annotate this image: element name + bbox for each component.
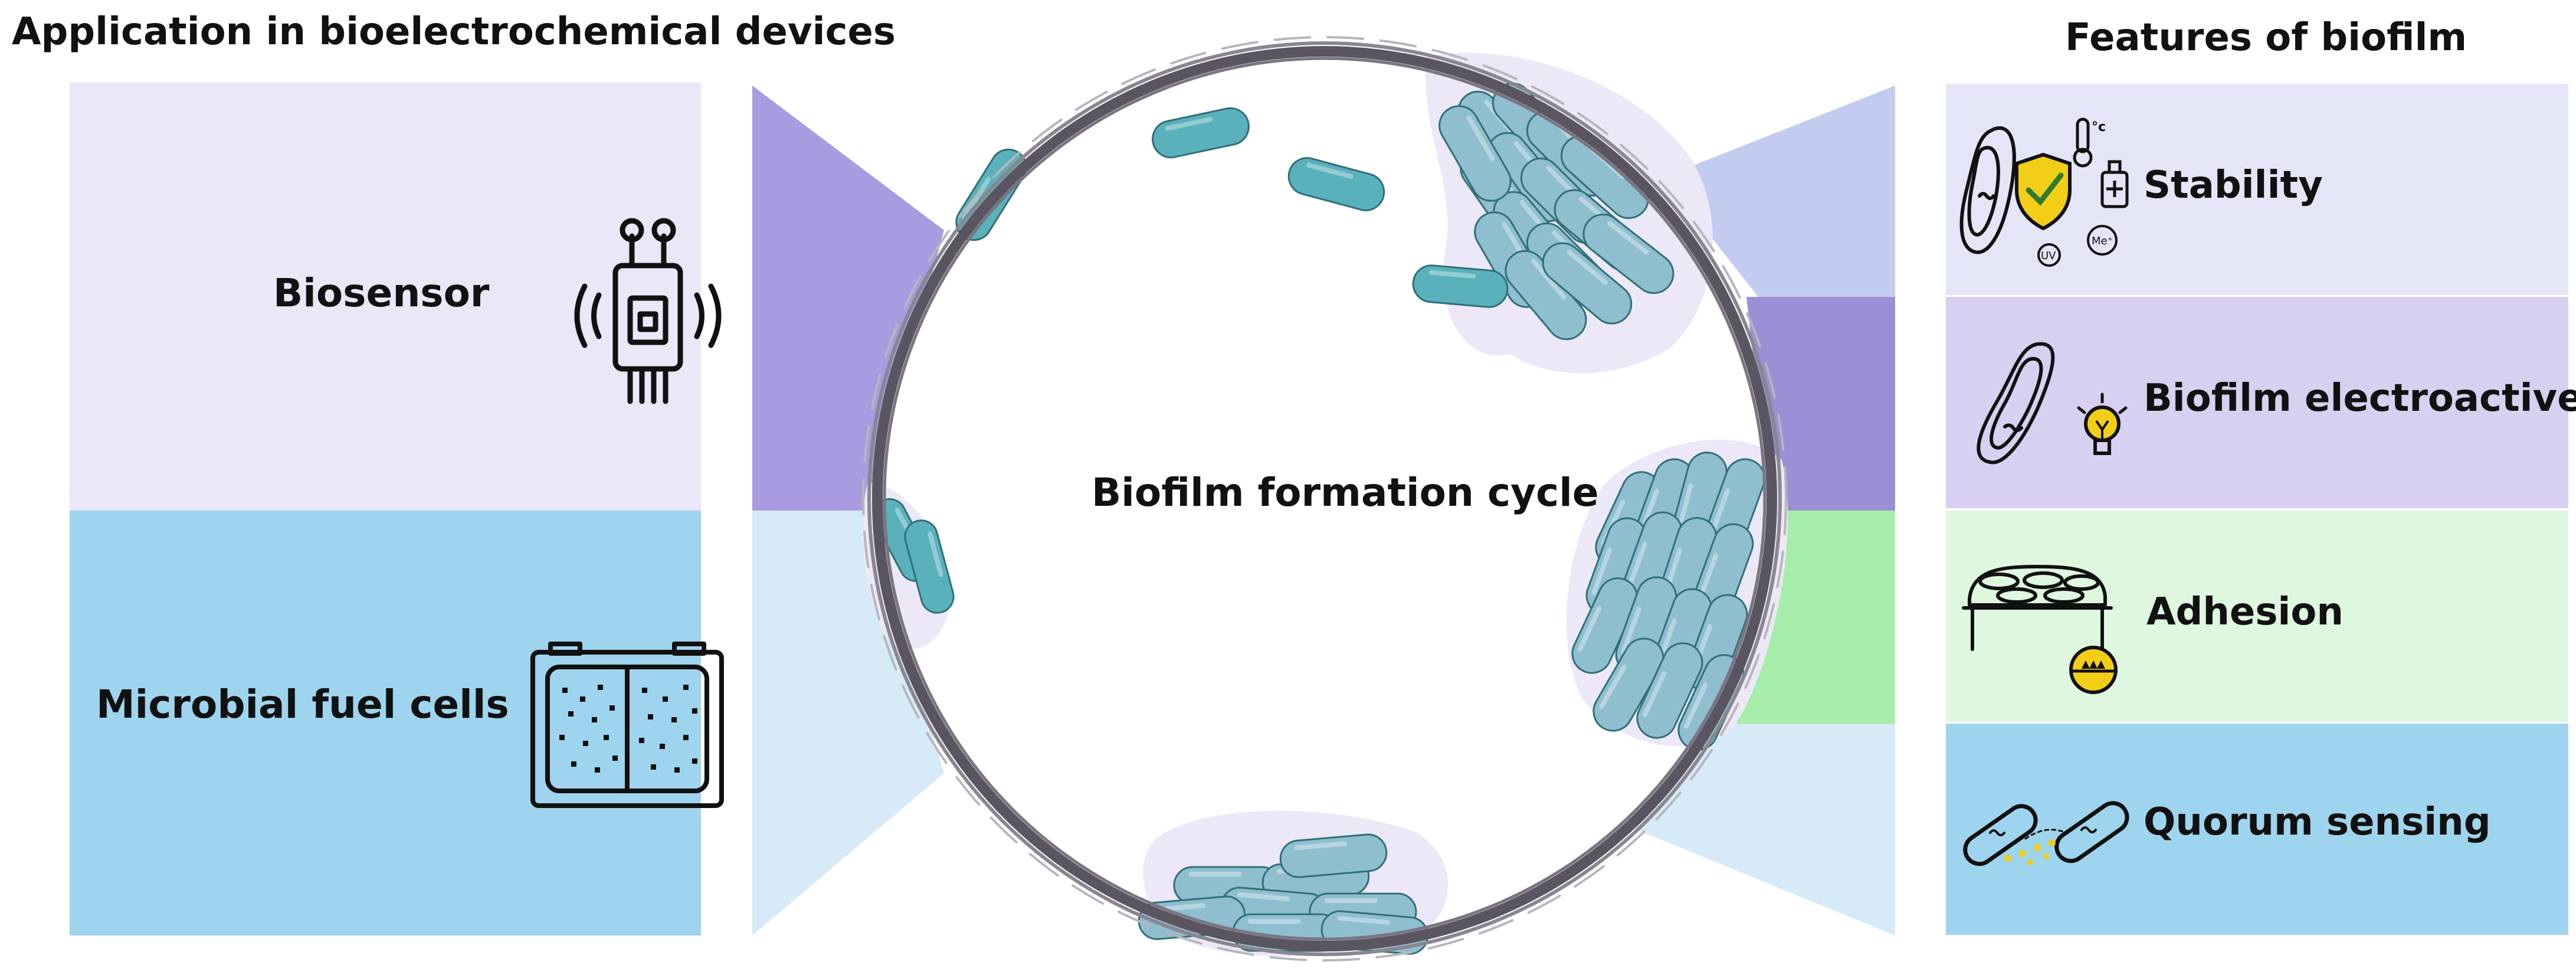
bacterium <box>1152 107 1250 159</box>
dot <box>592 717 597 722</box>
signal-molecules-icon <box>2004 839 2056 865</box>
dot <box>609 705 615 711</box>
connector-quorum-sensing <box>1628 724 1895 936</box>
cycle-center-label: Biofilm formation cycle <box>1092 470 1599 515</box>
thermometer-icon <box>2073 117 2093 168</box>
cycle-outer-ring <box>862 36 1787 961</box>
biofilm-cell <box>1571 577 1638 674</box>
shield-icon <box>2015 152 2072 231</box>
dot <box>595 767 600 773</box>
dot <box>642 688 647 693</box>
dot <box>583 741 588 746</box>
dot <box>568 711 573 717</box>
dot <box>580 696 585 702</box>
dot <box>663 696 668 702</box>
connector-stability <box>1664 86 1895 297</box>
svg-text:UV: UV <box>2041 250 2056 262</box>
biofilm-cell <box>1636 642 1703 739</box>
biofilm-cell <box>1582 213 1674 295</box>
right-section-title: Features of biofilm <box>2065 16 2467 60</box>
application-label: Microbial fuel cells <box>96 682 509 727</box>
dot <box>692 708 697 714</box>
feature-panel-stability: °c UV Me⁺ Stability <box>1946 84 2568 295</box>
sanitizer-bottle-icon <box>2100 160 2129 208</box>
connector-electroactive <box>1746 297 1895 511</box>
feature-label: Stability <box>2144 163 2323 207</box>
adhesion-icon <box>1962 565 2118 694</box>
feature-panel-adhesion: Adhesion <box>1946 511 2568 722</box>
biofilm-cell <box>1542 242 1633 325</box>
dot <box>648 714 653 719</box>
bacterium <box>904 519 955 614</box>
free-bacteria <box>872 107 1509 614</box>
feature-panel-quorum-sensing: Quorum sensing <box>1946 724 2568 935</box>
metal-ion-icon <box>2087 225 2118 256</box>
stability-icon: °c UV Me⁺ <box>1959 117 2129 267</box>
dot <box>651 764 656 770</box>
application-label: Biosensor <box>273 270 490 316</box>
feature-panel-electroactive: Biofilm electroactive <box>1946 297 2576 508</box>
biofilm-cell <box>1592 637 1664 732</box>
electroactive-icon <box>1977 342 2128 465</box>
svg-text:Me⁺: Me⁺ <box>2092 235 2113 247</box>
application-panel-biosensor: Biosensor <box>70 83 722 511</box>
dot <box>683 735 689 740</box>
dot <box>639 738 644 743</box>
charged-surface-icon <box>2069 646 2118 694</box>
dot <box>571 761 576 767</box>
dot <box>604 735 609 740</box>
biosensor-icon <box>574 218 722 404</box>
feature-label: Quorum sensing <box>2144 800 2491 844</box>
svg-text:°c: °c <box>2092 120 2106 135</box>
dot <box>671 717 677 722</box>
dot <box>612 755 618 761</box>
dot <box>683 685 689 690</box>
feature-label: Adhesion <box>2146 590 2344 634</box>
application-panel-microbial-fuel-cells: Microbial fuel cells <box>70 511 724 936</box>
lightbulb-icon <box>2077 392 2128 455</box>
dot <box>692 758 697 764</box>
uv-sun-icon <box>2037 243 2061 267</box>
bacterium <box>1412 264 1509 308</box>
fuel-cell-icon <box>530 642 724 808</box>
dot <box>559 735 565 740</box>
bacterium <box>1287 157 1385 211</box>
feature-label: Biofilm electroactive <box>2144 377 2576 420</box>
biofilm-cell-clusters <box>1138 82 1766 955</box>
biofilm-cell <box>1279 833 1388 878</box>
dot <box>674 767 680 773</box>
quorum-sensing-icon <box>1963 801 2129 866</box>
checkmark-icon <box>2026 172 2064 206</box>
dot <box>562 688 568 693</box>
dot <box>598 685 603 690</box>
left-section-title: Application in bioelectrochemical device… <box>12 10 896 54</box>
dot <box>660 744 665 749</box>
